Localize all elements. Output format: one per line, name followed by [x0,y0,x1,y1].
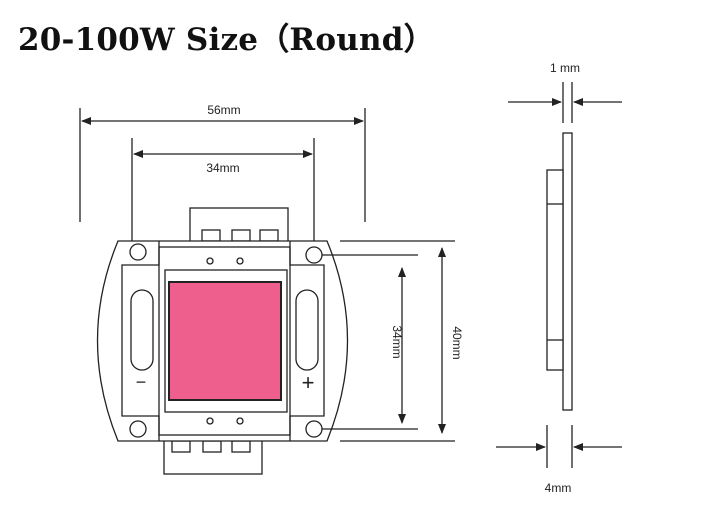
bond-hole-1 [206,257,214,265]
diagram-title: 20-100W Size（Round） [18,22,435,58]
bottom-pad-3 [231,440,251,453]
mount-hole-top-left [129,243,147,261]
emitter-area [168,281,282,401]
dim-label-pcb-thickness: 1 mm [550,61,580,75]
bottom-pad-1 [171,440,191,453]
frame-inner [164,269,288,413]
top-pad-1 [201,229,221,242]
dim-label-height-outer: 40mm [450,326,464,359]
negative-mark: − [136,372,147,392]
mount-hole-bottom-left [129,420,147,438]
slot-left [130,289,154,371]
positive-mark: + [302,370,315,395]
side-pcb [562,132,573,411]
bottom-pad-2 [202,440,222,453]
front-view [79,108,366,475]
frame-outer [158,246,291,436]
dim-label-emitter-thickness: 4mm [545,481,572,495]
slot-right [295,289,319,371]
top-pad-3 [259,229,279,242]
side-view [546,82,573,468]
bond-hole-4 [236,417,244,425]
dim-label-height-inner: 34mm [390,325,404,358]
top-pad-2 [231,229,251,242]
bond-hole-2 [236,257,244,265]
side-emitter-block [546,169,564,371]
dim-label-width-outer: 56mm [207,103,240,117]
top-tab [189,207,289,243]
bottom-tab [163,439,263,475]
dim-label-width-inner: 34mm [206,161,239,175]
bond-hole-3 [206,417,214,425]
